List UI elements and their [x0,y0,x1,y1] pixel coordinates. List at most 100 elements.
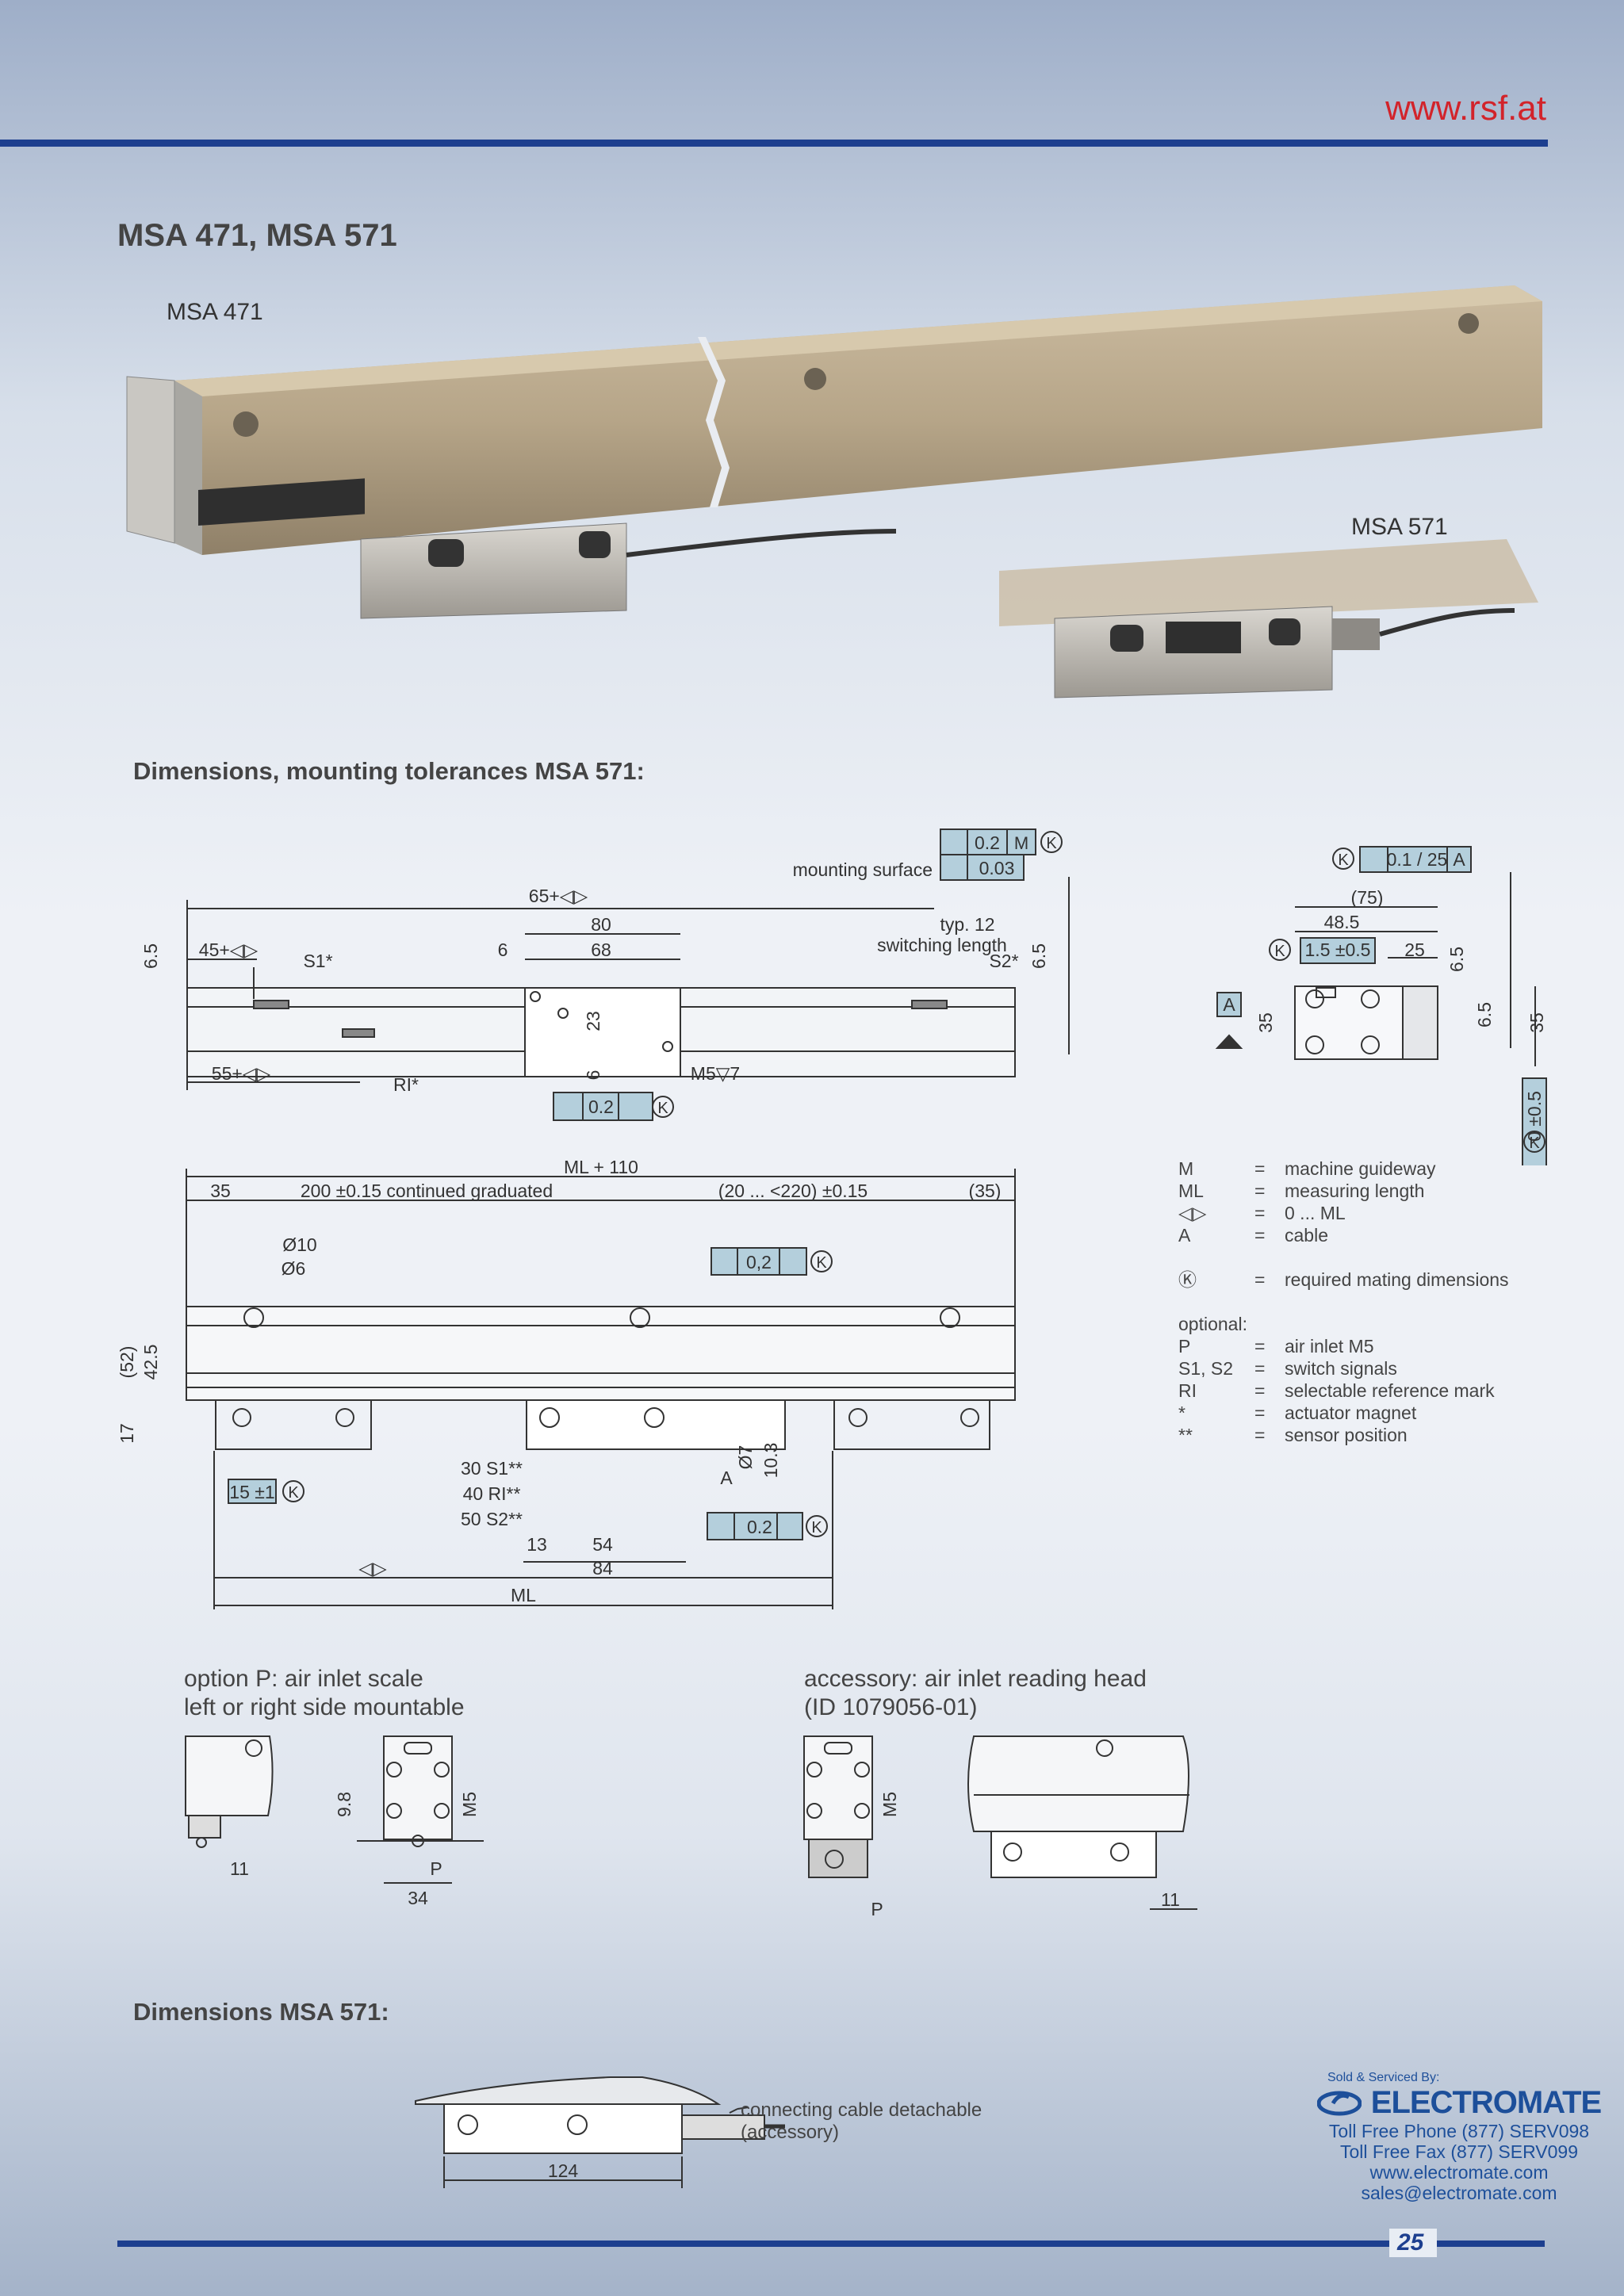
distributor-fax: Toll Free Fax (877) SERV099 [1340,2141,1578,2162]
product-photo [126,285,1542,698]
label-s2: S2* [989,951,1018,971]
legend-row: P=air inlet M5 [1178,1336,1374,1357]
dim-52: (52) [117,1346,137,1379]
dim-dia-10: Ø10 [282,1234,316,1255]
label-s1: S1* [303,951,332,971]
sold-by-label: Sold & Serviced By: [1327,2071,1440,2084]
page-number-box [1389,2229,1437,2257]
header-rule [0,140,1548,147]
dim-35: 35 [210,1181,231,1201]
dim-35-left: 35 [1255,1012,1276,1033]
dim-6-5-end-2: 6.5 [1474,1002,1495,1027]
switching-length-label: switching length [877,935,1007,955]
dim-ml-110: ML + 110 [564,1158,638,1177]
dim-s2: 50 S2** [461,1509,523,1529]
distributor-phone: Toll Free Phone (877) SERV098 [1328,2121,1590,2141]
dim-25: 25 [1404,939,1425,960]
legend-row: A=cable [1178,1225,1328,1246]
option-p-line2: left or right side mountable [184,1694,465,1720]
drawing-top-view: ML + 110 35 200 ±0.15 continued graduate… [117,1158,1016,1609]
accessory-caption: accessory: air inlet reading head (ID 10… [804,1665,1147,1722]
cable-note-line2: (accessory) [741,2122,840,2143]
k-symbol: K [1529,1135,1540,1152]
dim-17: 17 [117,1423,137,1444]
dim-s1: 30 S1** [461,1458,523,1479]
dim-graduated: 200 ±0.15 continued graduated [301,1181,553,1201]
dim-m5: M5 [459,1792,480,1817]
dim-35-right: 35 [1526,1012,1547,1033]
label-p: P [871,1899,883,1919]
cable-note-line1: connecting cable detachable [741,2099,982,2121]
k-symbol: K [1338,851,1349,869]
dim-42-5: 42.5 [140,1345,161,1380]
dim-10-3: 10.3 [760,1443,781,1479]
distributor-web[interactable]: www.electromate.com [1369,2162,1549,2183]
dim-80: 80 [591,914,611,935]
dim-6-5-left: 6.5 [140,943,161,969]
dim-13: 13 [527,1534,547,1555]
dim-124: 124 [548,2160,579,2181]
label-msa-471: MSA 471 [167,299,263,325]
datum-a: A [1453,849,1465,870]
tol-flatness: 0.03 [979,858,1015,878]
accessory-line2: (ID 1079056-01) [804,1694,978,1720]
distributor-block: Sold & Serviced By: ELECTROMATE Toll Fre… [1316,2071,1602,2203]
drawing-side-view: mounting surface 0.2 M 0.03 K 65+◁▷ 80 6… [140,828,1070,1121]
k-symbol: K [288,1484,299,1502]
k-symbol: K [811,1519,822,1536]
dim-65: 65+◁▷ [529,886,588,906]
dim-range-arrow: ◁▷ [358,1558,387,1578]
section-mounting-title: Dimensions, mounting tolerances MSA 571: [133,757,645,785]
scale-label-plate [198,478,365,526]
legend-row: RI=selectable reference mark [1178,1380,1495,1401]
label-ri: RI* [393,1074,419,1095]
electromate-logo: ELECTROMATE [1316,2085,1602,2121]
mounting-surface-label: mounting surface [793,859,933,880]
dim-15: 15 ±1 [229,1482,274,1502]
k-symbol: K [1046,835,1057,852]
label-m5: M5▽7 [691,1063,740,1084]
dim-6: 6 [498,939,508,960]
k-symbol: K [1274,943,1285,960]
legend-row: Ⓚ=required mating dimensions [1178,1269,1509,1290]
dim-ri: 40 RI** [463,1483,521,1504]
drawing-option-p: 3 11 P 34 9.8 M5 [185,1735,484,1908]
dim-68: 68 [591,939,611,960]
dim-75: (75) [1351,887,1384,908]
dim-11: 11 [230,1858,249,1879]
legend-row: M=machine guideway [1178,1158,1436,1179]
option-p-line1: option P: air inlet scale [184,1666,423,1692]
dim-1-5: 1.5 ±0.5 [1305,939,1371,960]
accessory-line1: accessory: air inlet reading head [804,1666,1147,1692]
k-symbol: K [657,1100,668,1117]
page-number: 25 [1397,2229,1424,2256]
tol-head-value: 0.2 [588,1096,614,1117]
dim-34: 34 [408,1888,428,1908]
distributor-email[interactable]: sales@electromate.com [1361,2183,1557,2203]
dim-6-5-right: 6.5 [1028,943,1049,969]
tol-bottom-value: 0.2 [747,1517,772,1537]
tol-top-value: 0,2 [746,1252,772,1272]
dim-35-right: (35) [969,1181,1002,1201]
dim-48-5: 48.5 [1324,912,1360,932]
tol-value: 0.2 [975,832,1000,853]
option-p-caption: option P: air inlet scale left or right … [184,1665,465,1722]
dim-ml: ML [511,1585,536,1605]
section-dimensions-title: Dimensions MSA 571: [133,1998,389,2026]
site-url[interactable]: www.rsf.at [1385,89,1546,128]
dim-typ12: typ. 12 [940,914,994,935]
dim-55: 55+◁▷ [212,1063,271,1084]
dim-range: (20 ... <220) ±0.15 [718,1181,868,1201]
legend-row: **=sensor position [1178,1425,1408,1445]
tol-value-end: 0.1 / 25 [1387,849,1448,870]
legend-row: optional: [1178,1314,1247,1334]
legend-row: ◁▷=0 ... ML [1178,1203,1346,1223]
label-p: P [430,1858,442,1879]
dim-54: 54 [592,1534,613,1555]
dim-m5: M5 [879,1792,900,1817]
dim-dia-7: Ø7 [735,1445,756,1470]
dim-23: 23 [583,1011,603,1031]
dim-6-5-end: 6.5 [1446,947,1467,972]
dim-9-8: 9.8 [334,1792,354,1817]
tol-m: M [1014,833,1028,853]
